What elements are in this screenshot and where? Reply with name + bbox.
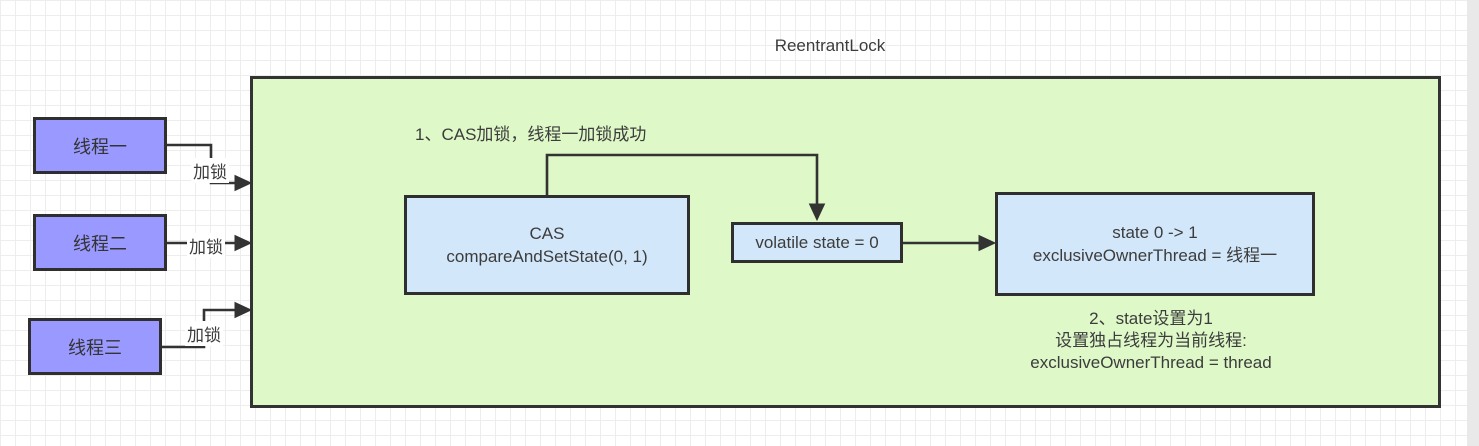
canvas-right-gutter [1467,0,1479,446]
thread-2-node[interactable]: 线程二 [33,214,167,271]
step2-annotation: 2、state设置为1 设置独占线程为当前线程: exclusiveOwnerT… [1001,308,1301,374]
state-change-line1: state 0 -> 1 [1112,223,1198,242]
thread-2-label: 线程二 [73,233,127,254]
state-change-node[interactable]: state 0 -> 1 exclusiveOwnerThread = 线程一 [995,192,1315,296]
step2-annotation-line2: 设置独占线程为当前线程: [1055,331,1247,350]
thread-1-node[interactable]: 线程一 [33,117,167,174]
diagram-title: ReentrantLock [774,36,886,55]
step2-annotation-line1: 2、state设置为1 [1089,309,1213,328]
lock-edge-label-2: 加锁 [187,233,225,258]
thread-3-label: 线程三 [68,337,122,358]
lock-edge-label-3: 加锁 [185,321,223,346]
state-change-line2: exclusiveOwnerThread = 线程一 [1032,246,1278,265]
volatile-state-node[interactable]: volatile state = 0 [731,222,903,263]
step2-annotation-line3: exclusiveOwnerThread = thread [1030,353,1272,372]
cas-node-line2: compareAndSetState(0, 1) [446,247,648,266]
thread-3-node[interactable]: 线程三 [28,318,162,375]
volatile-state-label: volatile state = 0 [755,233,879,252]
thread-1-label: 线程一 [73,136,127,157]
cas-node-line1: CAS [529,224,565,243]
cas-node[interactable]: CAS compareAndSetState(0, 1) [404,195,690,295]
step1-annotation: 1、CAS加锁，线程一加锁成功 [415,125,647,144]
lock-edge-label-1: 加锁 [191,158,229,183]
